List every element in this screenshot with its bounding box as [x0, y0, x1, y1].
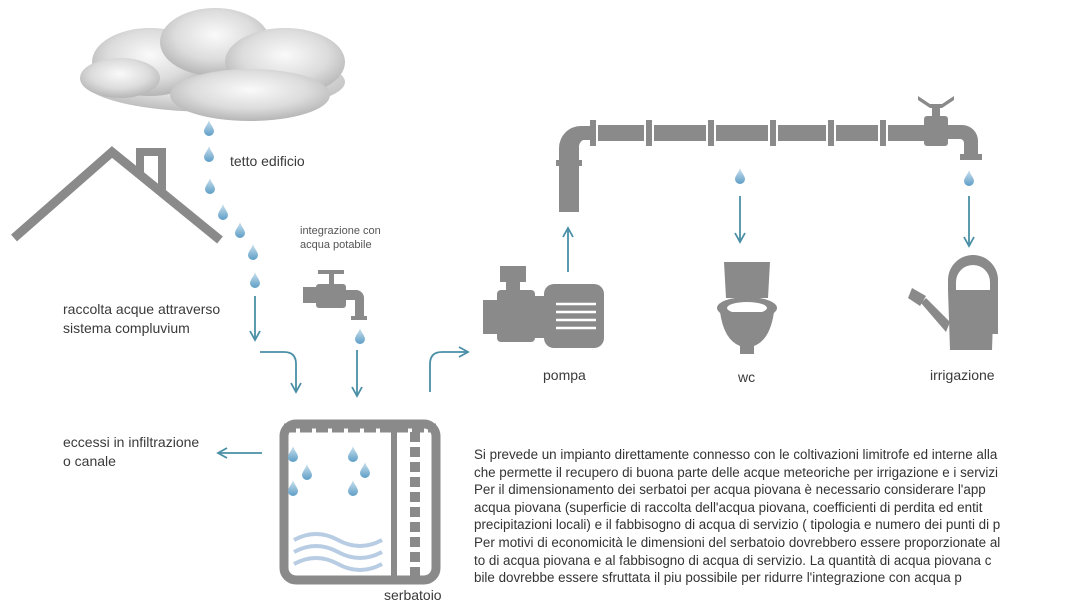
paragraph-line: precipitazioni locali) e il fabbisogno d… [474, 517, 1001, 533]
arrow-to-pump [429, 346, 470, 392]
integration-label-line1: integrazione con [300, 225, 381, 237]
pump-icon [483, 266, 604, 348]
collection-label-line2: sistema compluvium [63, 320, 190, 336]
toilet-icon [717, 262, 777, 354]
paragraph-line: to di acqua piovana e al fabbisogno di a… [474, 552, 992, 568]
water-drop-icon [288, 480, 298, 496]
flow-arrows [216, 196, 975, 459]
irrigation-label: irrigazione [930, 367, 995, 383]
paragraph-line: che permette il recupero di buona parte … [474, 464, 999, 480]
water-drop-icon [205, 178, 215, 194]
water-drop-icon [204, 146, 214, 162]
roof-label: tetto edificio [230, 153, 305, 169]
water-drop-icon [235, 222, 245, 238]
water-drop-icon [360, 462, 370, 478]
faucet-icon [303, 270, 367, 320]
pump-label: pompa [543, 367, 586, 383]
integration-label-line2: acqua potabile [300, 239, 372, 251]
water-drop-icon [735, 168, 745, 184]
water-drop-icon [964, 170, 974, 186]
water-drop-icon [348, 480, 358, 496]
arrow-into-tank [260, 351, 302, 394]
tank-label: serbatoio [384, 587, 442, 603]
water-drop-icon [355, 328, 365, 344]
water-drop-icon [288, 446, 298, 462]
water-drop-icon [302, 464, 312, 480]
house-roof-icon [11, 146, 223, 244]
paragraph-line: Si prevede un impianto direttamente conn… [474, 447, 998, 462]
paragraph-line: Per motivi di economicità le dimensioni … [474, 534, 1001, 550]
description-paragraph: Si prevede un impianto direttamente conn… [474, 446, 1074, 587]
paragraph-line: acqua piovana (superficie di raccolta de… [474, 499, 983, 515]
pipe-icon [556, 96, 982, 212]
water-drop-icon [348, 446, 358, 462]
excess-label-line1: eccessi in infiltrazione [63, 434, 199, 450]
water-drop-icon [218, 204, 228, 220]
rain-drops [204, 120, 260, 288]
tank-water-waves [293, 532, 383, 572]
cloud-icon [80, 8, 345, 121]
excess-label-line2: o canale [63, 453, 116, 469]
wc-label: wc [737, 369, 755, 385]
collection-label-line1: raccolta acque attraverso [63, 301, 220, 317]
paragraph-line: Per il dimensionamento dei serbatoi per … [474, 482, 986, 498]
watering-can-icon [908, 255, 998, 350]
paragraph-line: bile dovrebbe essere sfruttata il piu po… [474, 570, 962, 586]
water-drop-icon [204, 120, 214, 136]
water-drop-icon [250, 272, 260, 288]
water-drop-icon [248, 244, 258, 260]
tank-icon [279, 419, 441, 585]
